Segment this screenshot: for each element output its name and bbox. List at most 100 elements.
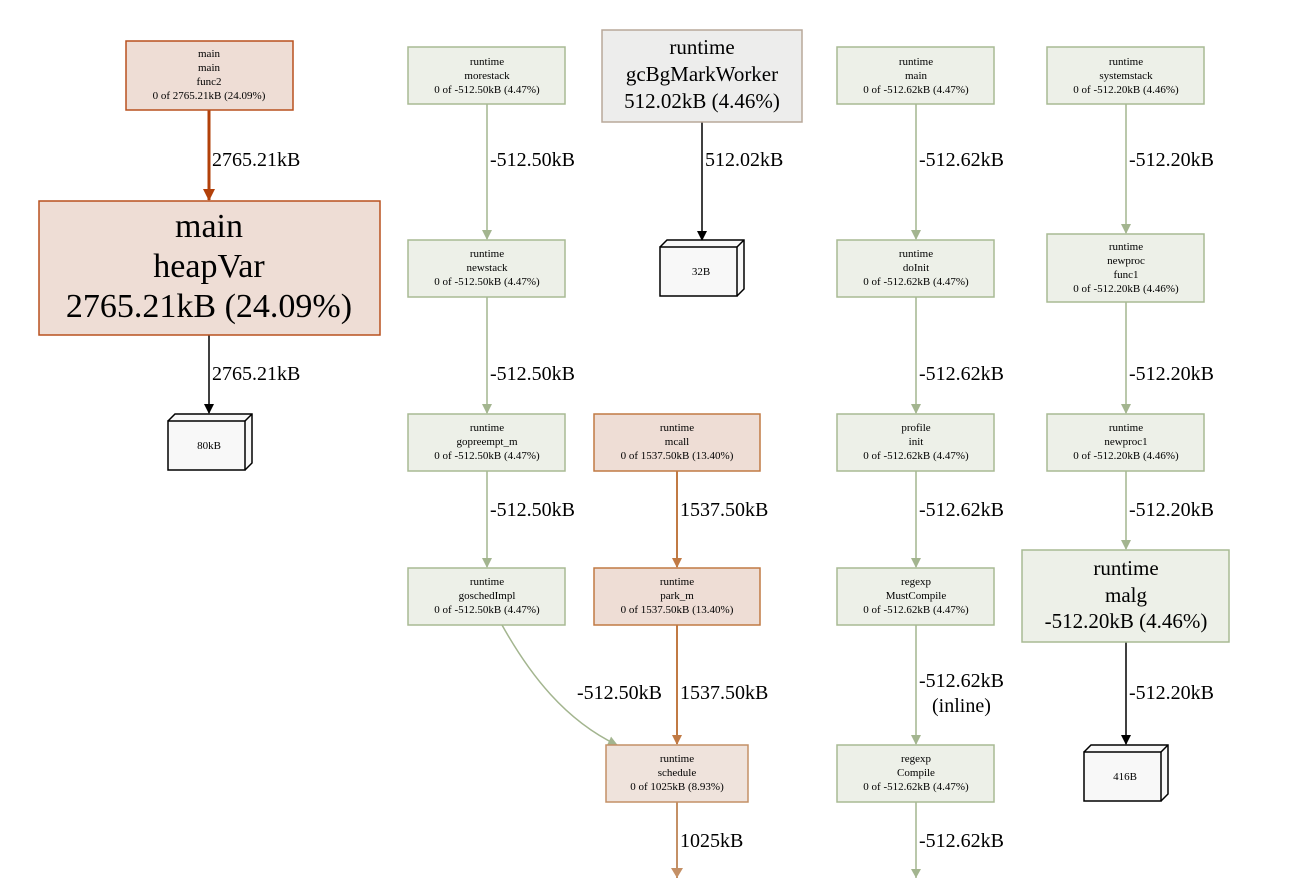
node-line: 0 of -512.20kB (4.46%) (1073, 450, 1179, 462)
node-regexp-compile[interactable]: regexp Compile 0 of -512.62kB (4.47%) (836, 744, 995, 803)
node-label: 416B (1113, 771, 1137, 783)
edge-label-heapvar-80kb: 2765.21kB (212, 363, 300, 385)
edge-label-doinit-profile: -512.62kB (919, 363, 1004, 385)
edge-label-systemstack-newprocfunc1: -512.20kB (1129, 149, 1214, 171)
node-line: func2 (196, 76, 221, 88)
node-runtime-mcall[interactable]: runtime mcall 0 of 1537.50kB (13.40%) (593, 413, 761, 472)
node-line: 0 of -512.50kB (4.47%) (434, 84, 540, 96)
node-main-func2[interactable]: main main func2 0 of 2765.21kB (24.09%) (125, 40, 294, 111)
node-line: MustCompile (886, 590, 947, 602)
node-line: schedule (658, 767, 697, 779)
node-line: runtime (899, 56, 933, 68)
node-runtime-gopreempt-m[interactable]: runtime gopreempt_m 0 of -512.50kB (4.47… (407, 413, 566, 472)
node-line: 0 of 1537.50kB (13.40%) (621, 450, 734, 462)
node-line: runtime (470, 56, 504, 68)
node-line: newproc (1107, 255, 1145, 267)
node-line: morestack (464, 70, 510, 82)
node-line: 0 of -512.62kB (4.47%) (863, 276, 969, 288)
edge-label-compile-out: -512.62kB (919, 830, 1004, 852)
node-line: Compile (897, 767, 935, 779)
node-runtime-newstack[interactable]: runtime newstack 0 of -512.50kB (4.47%) (407, 239, 566, 298)
node-box-416b[interactable]: 416B (1083, 744, 1169, 802)
node-line: runtime (899, 248, 933, 260)
node-line: 0 of -512.20kB (4.46%) (1073, 283, 1179, 295)
node-runtime-goschedimpl[interactable]: runtime goschedImpl 0 of -512.50kB (4.47… (407, 567, 566, 626)
node-line: runtime (470, 422, 504, 434)
node-line: runtime (1109, 241, 1143, 253)
edge-label-goschedimpl-schedule: -512.50kB (577, 682, 662, 704)
node-line: runtime (1109, 422, 1143, 434)
node-line: regexp (901, 753, 931, 765)
node-line: runtime (660, 422, 694, 434)
node-line: park_m (660, 590, 694, 602)
node-label: 80kB (197, 440, 221, 452)
node-runtime-schedule[interactable]: runtime schedule 0 of 1025kB (8.93%) (605, 744, 749, 803)
edge-label-profile-mustcompile: -512.62kB (919, 499, 1004, 521)
node-box-80kb[interactable]: 80kB (167, 413, 253, 471)
edge-label-mustcompile-compile: -512.62kB (919, 670, 1004, 692)
node-runtime-park-m[interactable]: runtime park_m 0 of 1537.50kB (13.40%) (593, 567, 761, 626)
edge-label-schedule-out: 1025kB (680, 830, 743, 852)
node-line: main (905, 70, 927, 82)
edge-label-func2-heapvar: 2765.21kB (212, 149, 300, 171)
edge-label-newprocfunc1-newproc1: -512.20kB (1129, 363, 1214, 385)
node-runtime-malg[interactable]: runtime malg -512.20kB (4.46%) (1021, 549, 1230, 643)
node-line: main (175, 208, 243, 245)
edge-schedule-out-arrow (671, 868, 683, 878)
node-line: doInit (903, 262, 929, 274)
node-label: 32B (692, 266, 710, 278)
node-line: profile (901, 422, 930, 434)
node-line: systemstack (1099, 70, 1153, 82)
node-line: runtime (470, 248, 504, 260)
node-line: regexp (901, 576, 931, 588)
node-line: 0 of 1537.50kB (13.40%) (621, 604, 734, 616)
node-line: 0 of 2765.21kB (24.09%) (153, 90, 266, 102)
node-line: main (198, 62, 220, 74)
node-line: 0 of -512.50kB (4.47%) (434, 604, 540, 616)
node-line: heapVar (153, 248, 265, 285)
node-line: 0 of -512.62kB (4.47%) (863, 604, 969, 616)
edge-label-malg-416b: -512.20kB (1129, 682, 1214, 704)
edge-label-newstack-gopreempt: -512.50kB (490, 363, 575, 385)
edge-label-gcbg-32b: 512.02kB (705, 149, 783, 171)
edges: 2765.21kB 2765.21kB -512.50kB -512.50kB … (203, 104, 1214, 878)
node-line: mcall (665, 436, 689, 448)
node-runtime-gcbgmarkworker[interactable]: runtime gcBgMarkWorker 512.02kB (4.46%) (601, 29, 803, 123)
nodes: main main func2 0 of 2765.21kB (24.09%) … (38, 29, 1230, 803)
node-line: runtime (470, 576, 504, 588)
edge-label-main-doinit: -512.62kB (919, 149, 1004, 171)
node-runtime-doinit[interactable]: runtime doInit 0 of -512.62kB (4.47%) (836, 239, 995, 298)
node-line: runtime (669, 35, 734, 59)
node-line: 2765.21kB (24.09%) (66, 288, 352, 325)
node-profile-init[interactable]: profile init 0 of -512.62kB (4.47%) (836, 413, 995, 472)
node-line: init (909, 436, 924, 448)
edge-goschedimpl-schedule (501, 624, 618, 746)
node-runtime-systemstack[interactable]: runtime systemstack 0 of -512.20kB (4.46… (1046, 46, 1205, 105)
node-line: goschedImpl (459, 590, 516, 602)
node-line: 0 of -512.62kB (4.47%) (863, 84, 969, 96)
node-line: 0 of 1025kB (8.93%) (630, 781, 724, 793)
node-line: gopreempt_m (456, 436, 518, 448)
node-regexp-mustcompile[interactable]: regexp MustCompile 0 of -512.62kB (4.47%… (836, 567, 995, 626)
edge-label-newproc1-malg: -512.20kB (1129, 499, 1214, 521)
node-runtime-newproc-func1[interactable]: runtime newproc func1 0 of -512.20kB (4.… (1046, 233, 1205, 303)
node-line: newstack (467, 262, 508, 274)
node-line: runtime (660, 576, 694, 588)
node-main-heapvar[interactable]: main heapVar 2765.21kB (24.09%) (38, 200, 381, 336)
node-line: runtime (660, 753, 694, 765)
node-line: 0 of -512.50kB (4.47%) (434, 450, 540, 462)
edge-note-mustcompile-compile: (inline) (932, 695, 991, 717)
node-line: runtime (1109, 56, 1143, 68)
edge-label-morestack-newstack: -512.50kB (490, 149, 575, 171)
node-runtime-newproc1[interactable]: runtime newproc1 0 of -512.20kB (4.46%) (1046, 413, 1205, 472)
node-line: 0 of -512.20kB (4.46%) (1073, 84, 1179, 96)
node-box-32b[interactable]: 32B (659, 239, 745, 297)
node-line: 0 of -512.50kB (4.47%) (434, 276, 540, 288)
node-line: runtime (1093, 556, 1158, 580)
node-line: malg (1105, 583, 1147, 607)
node-line: -512.20kB (4.46%) (1045, 609, 1208, 633)
node-runtime-morestack[interactable]: runtime morestack 0 of -512.50kB (4.47%) (407, 46, 566, 105)
node-runtime-main[interactable]: runtime main 0 of -512.62kB (4.47%) (836, 46, 995, 105)
node-line: 0 of -512.62kB (4.47%) (863, 781, 969, 793)
